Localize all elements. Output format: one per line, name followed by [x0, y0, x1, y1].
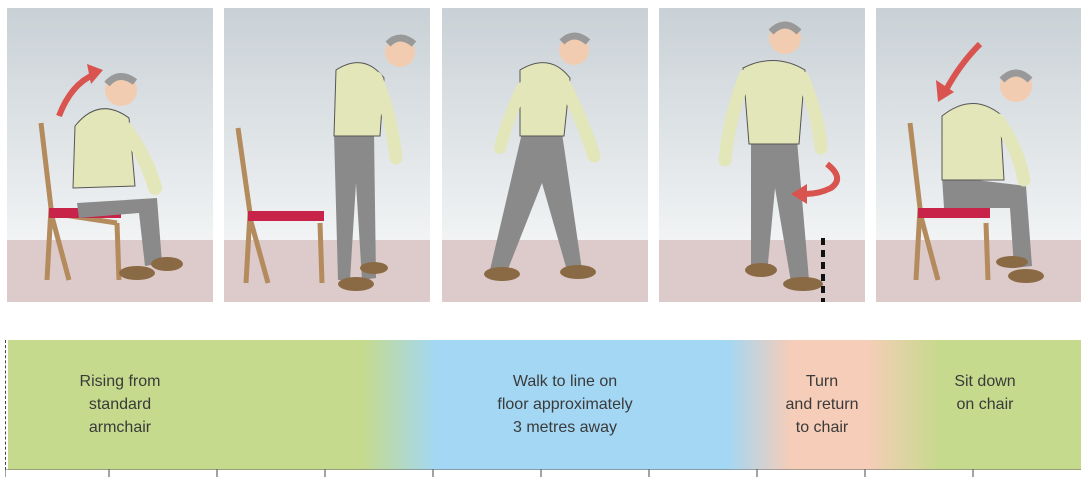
panel-walking: [442, 8, 648, 302]
floor: [876, 240, 1081, 302]
floor: [7, 240, 213, 302]
illustration-sitting: [876, 8, 1081, 302]
timeline-axis: [5, 469, 1081, 477]
panel-sitting: [876, 8, 1081, 302]
phase-label-sit: Sit down on chair: [920, 370, 1050, 416]
phase-label-rise: Rising from standard armchair: [30, 370, 210, 439]
floor: [442, 240, 648, 302]
chair-seat: [918, 208, 990, 218]
floor: [224, 240, 430, 302]
illustration-turning: [659, 8, 865, 302]
phase-label-turn: Turn and return to chair: [762, 370, 882, 439]
start-line: [5, 340, 6, 470]
panel-standing: [224, 8, 430, 302]
illustration-rising: [7, 8, 213, 302]
phase-label-walk: Walk to line on floor approximately 3 me…: [455, 370, 675, 439]
illustration-standing: [224, 8, 430, 302]
illustration-walking: [442, 8, 648, 302]
panel-turning: [659, 8, 865, 302]
panel-rising: [7, 8, 213, 302]
chair-seat: [248, 211, 324, 221]
